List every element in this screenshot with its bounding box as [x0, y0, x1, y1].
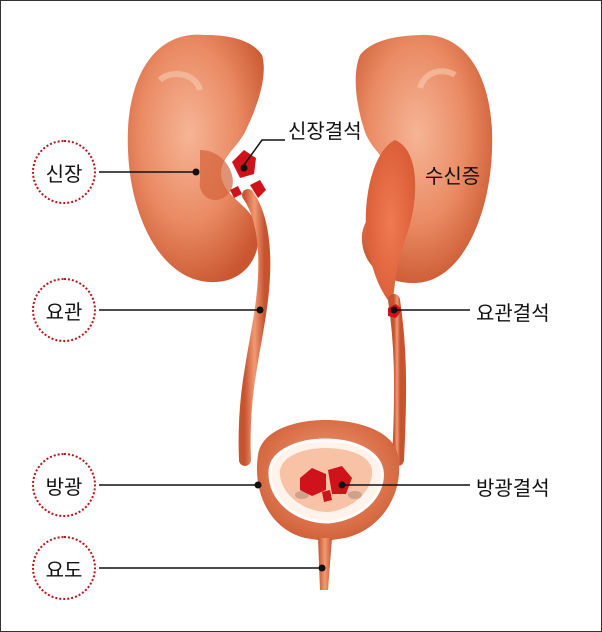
right-kidney: [355, 34, 493, 305]
bladder: [256, 420, 400, 540]
ureter-label: 요관: [32, 278, 96, 342]
ureter-stone-label: 요관결석: [476, 301, 550, 325]
urethra-label: 요도: [32, 536, 96, 600]
left-kidney: [127, 34, 264, 283]
hydronephrosis-label: 수신증: [425, 164, 481, 188]
urethra: [318, 538, 332, 590]
left-ureter: [238, 189, 271, 466]
leader-dots: [192, 164, 398, 572]
bladder-stone-label: 방광결석: [476, 476, 550, 500]
bladder-stones: [300, 466, 352, 502]
kidney-stone-label: 신장결석: [288, 119, 362, 143]
bladder-label: 방광: [32, 453, 96, 517]
leader-lines: [99, 139, 470, 569]
right-ureter: [388, 294, 407, 466]
kidney-label: 신장: [32, 140, 96, 204]
